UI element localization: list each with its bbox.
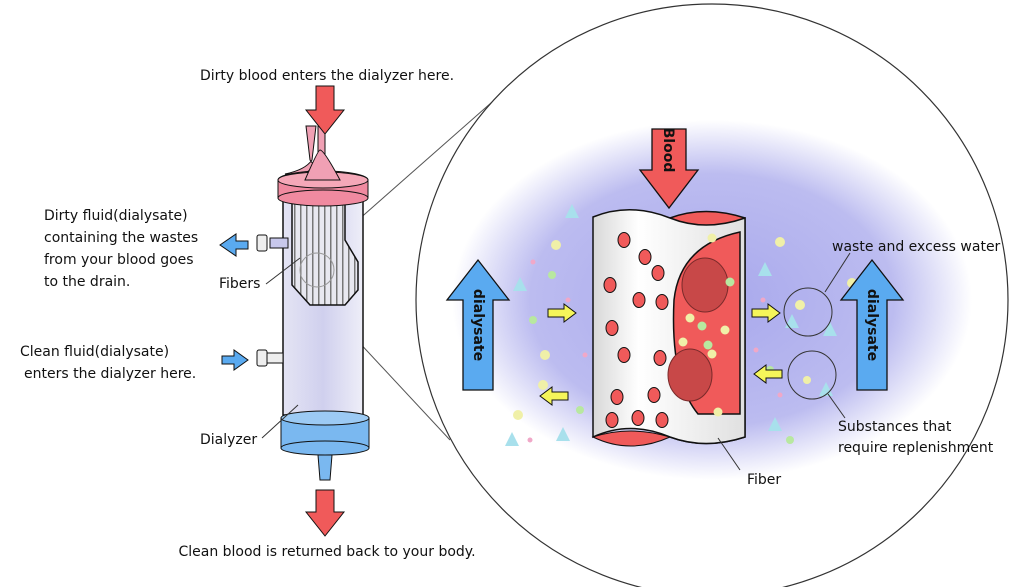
solute-particle — [540, 350, 550, 360]
particles — [505, 204, 857, 446]
blood-particle — [707, 233, 717, 243]
inlet-port — [266, 352, 284, 364]
dialysate-label-left: dialysate — [470, 289, 486, 361]
solute-particle — [795, 300, 805, 310]
yellow-arrow — [547, 303, 577, 323]
solute-particle — [565, 297, 571, 303]
blood-outlet — [317, 454, 333, 481]
substance-leader — [827, 393, 846, 419]
solute-triangle — [819, 382, 833, 396]
fiber-label: Fiber — [747, 472, 781, 488]
solute-particle — [775, 237, 785, 247]
red-blood-cell — [667, 348, 713, 402]
blood-arrow: Blood — [638, 128, 700, 210]
blood-particle — [697, 321, 707, 331]
yellow-arrow — [753, 364, 783, 384]
dirty-fluid-arrow — [219, 233, 249, 257]
waste-callout-circle — [783, 287, 833, 337]
blood-particle — [713, 407, 723, 417]
solute-triangle — [758, 262, 772, 276]
waste-leader — [824, 252, 851, 293]
clean-fluid-line-1: Clean fluid(dialysate) — [20, 344, 169, 360]
fiber-pore — [603, 277, 617, 293]
clean-fluid-arrow — [221, 349, 249, 371]
dirty-blood-label: Dirty blood enters the dialyzer here. — [200, 68, 454, 84]
fiber-pore — [647, 387, 661, 403]
dirty-fluid-line-2: containing the wastes — [44, 230, 198, 246]
fiber-illustration — [591, 209, 746, 447]
solute-triangle — [556, 427, 570, 441]
yellow-flow-arrows — [539, 303, 783, 406]
solute-particle — [527, 437, 533, 443]
substance-callout-circle — [787, 350, 837, 400]
fiber-pore — [655, 412, 669, 428]
fiber-bundle — [291, 189, 359, 306]
fiber-pore — [655, 294, 669, 310]
solute-triangle — [505, 432, 519, 446]
solute-particle — [538, 380, 548, 390]
waste-label: waste and excess water — [832, 239, 1001, 255]
solute-triangle — [768, 417, 782, 431]
red-blood-cell — [681, 257, 729, 313]
solute-particle — [529, 316, 537, 324]
blood-in-arrow — [304, 85, 346, 135]
blood-particle — [685, 313, 695, 323]
fiber-pore — [632, 292, 646, 308]
solute-triangle — [823, 322, 837, 336]
blood-particle — [678, 337, 688, 347]
blood-particle — [707, 349, 717, 359]
solute-particle — [760, 297, 766, 303]
fiber-pore — [651, 265, 665, 281]
outlet-port — [269, 237, 289, 249]
clean-fluid-line-2: enters the dialyzer here. — [24, 366, 196, 382]
dialysate-arrow-right: dialysate — [839, 258, 905, 391]
dirty-fluid-line-4: to the drain. — [44, 274, 130, 290]
fiber-pores — [603, 232, 735, 428]
dialyzer-leader — [261, 404, 299, 439]
fiber-pore — [605, 412, 619, 428]
solute-triangle — [785, 314, 799, 328]
fiber-pore — [638, 249, 652, 265]
dialyzer-device — [256, 125, 370, 481]
solute-particle — [753, 347, 759, 353]
fiber-pore — [610, 389, 624, 405]
fiber-pore — [617, 347, 631, 363]
substances-label-1: Substances that — [838, 419, 952, 435]
fiber-leader — [717, 437, 741, 471]
solute-particle — [551, 240, 561, 250]
dirty-fluid-line-1: Dirty fluid(dialysate) — [44, 208, 188, 224]
magnify-circle-small — [299, 252, 335, 288]
dirty-fluid-line-3: from your blood goes — [44, 252, 194, 268]
dialysate-label-right: dialysate — [864, 289, 880, 361]
fibers-label: Fibers — [219, 276, 260, 292]
dialysate-arrow-left: dialysate — [445, 258, 511, 391]
blood-particle — [725, 277, 735, 287]
blood-particle — [720, 325, 730, 335]
solute-particle — [548, 271, 556, 279]
blood-particle — [703, 340, 713, 350]
fibers-leader — [265, 257, 301, 285]
fiber-pore — [653, 350, 667, 366]
yellow-arrow — [751, 303, 781, 323]
blood-out-arrow — [304, 489, 346, 537]
clean-blood-label: Clean blood is returned back to your bod… — [178, 544, 475, 560]
solute-particle — [777, 392, 783, 398]
blood-label: Blood — [660, 128, 676, 173]
substances-label-2: require replenishment — [838, 440, 994, 456]
dialyzer-label: Dialyzer — [200, 432, 257, 448]
solute-particle — [582, 352, 588, 358]
solute-triangle — [565, 204, 579, 218]
solute-particle — [576, 406, 584, 414]
solute-particle — [530, 259, 536, 265]
yellow-arrow — [539, 386, 569, 406]
solute-particle — [803, 376, 811, 384]
solute-triangle — [513, 277, 527, 291]
solute-particle — [513, 410, 523, 420]
solute-particle — [786, 436, 794, 444]
fiber-pore — [631, 410, 645, 426]
fiber-pore — [605, 320, 619, 336]
fiber-pore — [617, 232, 631, 248]
